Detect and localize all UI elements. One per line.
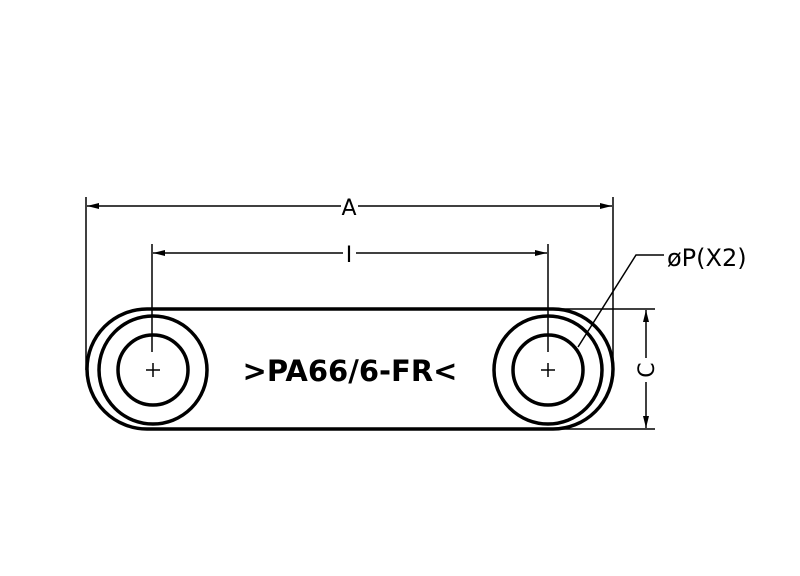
hole-callout-label: øP(X2) [667, 244, 747, 272]
dimension-i-label: I [346, 243, 353, 268]
dimension-a-label: A [341, 196, 356, 221]
part-marking: >PA66/6-FR< [243, 354, 458, 388]
left-boss [97, 314, 209, 426]
hole-callout-leader [577, 254, 664, 348]
left-hole [116, 333, 190, 407]
right-center-mark [541, 363, 555, 377]
dimension-c-label: C [635, 362, 660, 377]
left-center-mark [146, 363, 160, 377]
